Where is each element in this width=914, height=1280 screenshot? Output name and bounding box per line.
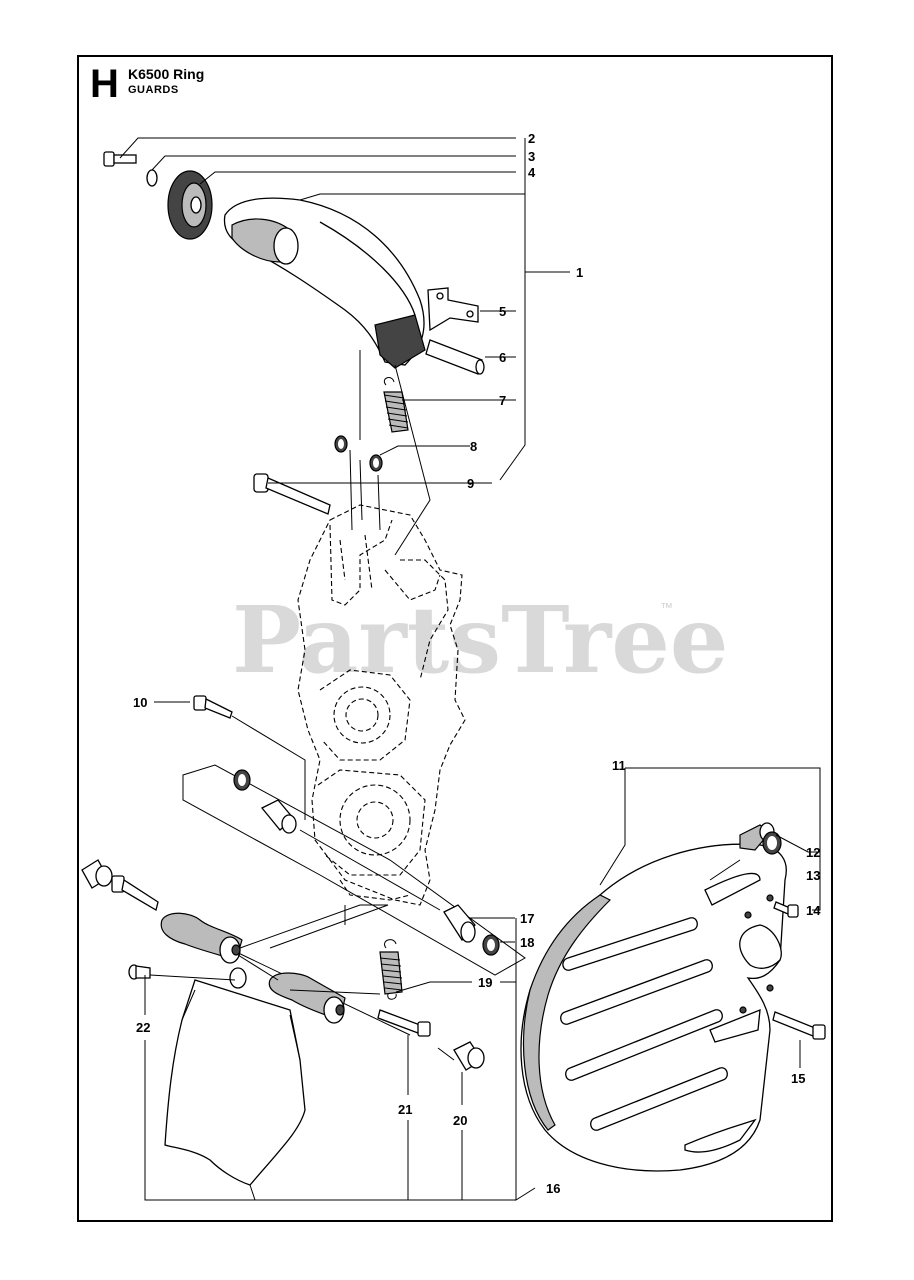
- part-wheel-4[interactable]: [167, 170, 213, 240]
- part-bushing-top-left[interactable]: [81, 859, 113, 889]
- callout-10[interactable]: 10: [133, 695, 147, 710]
- callout-8[interactable]: 8: [470, 439, 477, 454]
- part-pin-6[interactable]: [425, 339, 485, 375]
- callout-22[interactable]: 22: [136, 1020, 150, 1035]
- housing-outline: [297, 504, 466, 906]
- callout-20[interactable]: 20: [453, 1113, 467, 1128]
- part-spring-19[interactable]: [379, 939, 403, 1000]
- part-bushing-left[interactable]: [260, 799, 297, 834]
- part-cap-20[interactable]: [453, 1041, 485, 1071]
- part-screw-15[interactable]: [772, 1011, 826, 1040]
- callout-4[interactable]: 4: [528, 165, 536, 180]
- part-washer-3[interactable]: [146, 169, 158, 187]
- callout-12[interactable]: 12: [806, 845, 820, 860]
- part-bushing-17[interactable]: [443, 904, 476, 943]
- part-hinge-right[interactable]: [268, 972, 346, 1024]
- part-bolt-long[interactable]: [111, 875, 159, 912]
- lower-assembly: [81, 695, 526, 1186]
- callout-2[interactable]: 2: [528, 131, 535, 146]
- callout-6[interactable]: 6: [499, 350, 506, 365]
- blade-guard-assembly: [520, 767, 826, 1172]
- callout-7[interactable]: 7: [499, 393, 506, 408]
- callout-5[interactable]: 5: [499, 304, 506, 319]
- callout-21[interactable]: 21: [398, 1102, 412, 1117]
- callout-17[interactable]: 17: [520, 911, 534, 926]
- callout-11[interactable]: 11: [612, 758, 626, 773]
- part-bolt-9[interactable]: [253, 473, 331, 515]
- part-screw-2[interactable]: [103, 151, 137, 167]
- callout-19[interactable]: 19: [478, 975, 492, 990]
- leaders-upper: [119, 137, 570, 556]
- callout-3[interactable]: 3: [528, 149, 535, 164]
- section-letter: H: [90, 62, 119, 106]
- model-title: K6500 Ring: [128, 66, 205, 82]
- section-title: GUARDS: [128, 84, 179, 96]
- part-screw-14[interactable]: [773, 901, 799, 918]
- callout-1[interactable]: 1: [576, 265, 583, 280]
- callout-16[interactable]: 16: [546, 1181, 560, 1196]
- part-hinge-left[interactable]: [160, 912, 243, 964]
- diagram-frame: [77, 55, 833, 1222]
- part-flap[interactable]: [164, 979, 306, 1186]
- callout-13[interactable]: 13: [806, 868, 820, 883]
- part-spring-7[interactable]: [383, 377, 409, 433]
- callout-labels: 2 3 4 1 5 6 7 8 9 10 11 12 13 14 17 18 1…: [133, 131, 821, 1196]
- leaders-lower: [144, 918, 536, 1201]
- callout-9[interactable]: 9: [467, 476, 474, 491]
- part-guard-11[interactable]: [520, 843, 787, 1172]
- part-screw-10[interactable]: [193, 695, 233, 719]
- part-pin-22[interactable]: [128, 964, 151, 980]
- part-screw-21[interactable]: [377, 1009, 431, 1037]
- watermark-text: PartsTree: [232, 586, 728, 694]
- part-bracket-5[interactable]: [427, 287, 479, 332]
- callout-18[interactable]: 18: [520, 935, 534, 950]
- callout-14[interactable]: 14: [806, 903, 821, 918]
- guard-arm-assembly: [103, 151, 485, 515]
- callout-15[interactable]: 15: [791, 1071, 805, 1086]
- watermark-trademark: ™: [660, 600, 673, 615]
